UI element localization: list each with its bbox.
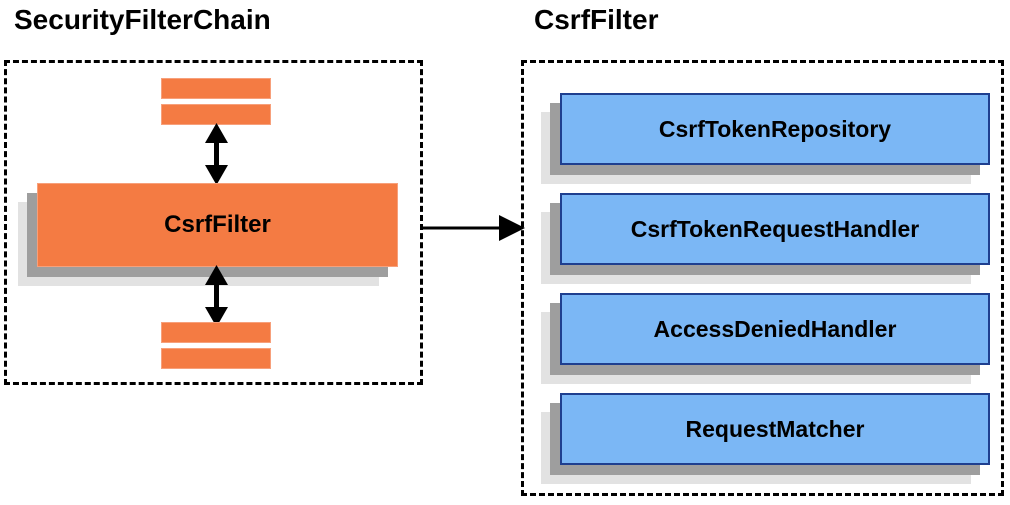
arrow-above-csrf-filter: [205, 123, 228, 185]
filter-stub-top-1: [161, 78, 271, 99]
arrow-below-csrf-filter: [205, 265, 228, 327]
panel-security-filter-chain: [4, 60, 423, 385]
box-csrf-filter-label: CsrfFilter: [37, 183, 398, 267]
filter-stub-bottom-2: [161, 348, 271, 369]
filter-stub-bottom-1: [161, 322, 271, 343]
box-csrf-token-repository-label: CsrfTokenRepository: [560, 93, 990, 165]
box-csrf-token-request-handler[interactable]: CsrfTokenRequestHandler: [541, 193, 990, 284]
filter-stub-top-2: [161, 104, 271, 125]
box-csrf-token-request-handler-label: CsrfTokenRequestHandler: [560, 193, 990, 265]
box-access-denied-handler-label: AccessDeniedHandler: [560, 293, 990, 365]
expand-arrow: [421, 215, 525, 241]
box-request-matcher-label: RequestMatcher: [560, 393, 990, 465]
box-request-matcher[interactable]: RequestMatcher: [541, 393, 990, 484]
page-title-csrf-filter: CsrfFilter: [534, 4, 659, 35]
page-title-security-filter-chain: SecurityFilterChain: [14, 4, 271, 35]
panel-csrf-filter-detail: [521, 60, 1004, 496]
box-csrf-filter[interactable]: CsrfFilter: [18, 183, 398, 286]
box-csrf-token-repository[interactable]: CsrfTokenRepository: [541, 93, 990, 184]
box-access-denied-handler[interactable]: AccessDeniedHandler: [541, 293, 990, 384]
